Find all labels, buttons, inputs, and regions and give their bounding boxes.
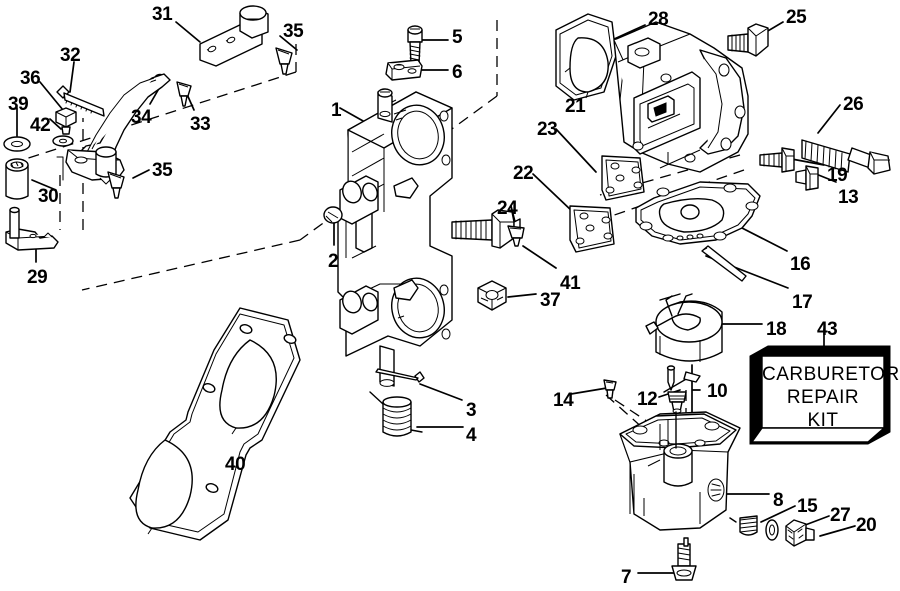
part-26-long-bolt bbox=[801, 139, 891, 175]
part-35-screw-upper bbox=[275, 47, 293, 75]
part-36-flange-nut bbox=[55, 107, 77, 135]
callout-17: 17 bbox=[792, 292, 813, 313]
part-3-pin bbox=[375, 368, 425, 383]
callout-14: 14 bbox=[553, 390, 574, 411]
callout-8: 8 bbox=[773, 490, 784, 511]
callout-13: 13 bbox=[838, 187, 859, 208]
callout-23: 23 bbox=[537, 119, 558, 140]
part-25-bolt bbox=[727, 23, 769, 57]
callout-2: 2 bbox=[328, 251, 339, 272]
part-13-screw bbox=[795, 165, 819, 191]
callout-7: 7 bbox=[621, 567, 632, 588]
callout-40: 40 bbox=[225, 454, 246, 475]
callout-41: 41 bbox=[560, 273, 581, 294]
callout-18: 18 bbox=[766, 319, 787, 340]
part-2-idle-screw bbox=[323, 206, 343, 224]
callout-1: 1 bbox=[331, 100, 342, 121]
callout-35-top: 35 bbox=[283, 21, 304, 42]
part-23-valve-plate bbox=[601, 155, 645, 201]
part-43-repair-kit-box bbox=[749, 345, 891, 445]
callout-37: 37 bbox=[540, 290, 561, 311]
callout-25: 25 bbox=[786, 7, 807, 28]
callout-39: 39 bbox=[8, 94, 29, 115]
callout-31: 31 bbox=[152, 4, 173, 25]
callout-26: 26 bbox=[843, 94, 864, 115]
part-33-screw bbox=[176, 81, 192, 107]
callout-22: 22 bbox=[513, 163, 534, 184]
part-7-screw bbox=[671, 537, 697, 581]
callout-24: 24 bbox=[497, 198, 518, 219]
part-4-spring bbox=[369, 391, 423, 437]
part-15-spring bbox=[729, 515, 758, 536]
part-24-screw bbox=[507, 225, 525, 247]
callout-16: 16 bbox=[790, 254, 811, 275]
callout-6: 6 bbox=[452, 62, 463, 83]
callout-28: 28 bbox=[648, 9, 669, 30]
callout-34: 34 bbox=[131, 107, 152, 128]
callout-19: 19 bbox=[827, 165, 848, 186]
callout-43: 43 bbox=[817, 319, 838, 340]
repair-kit-line-2: REPAIR bbox=[786, 387, 860, 408]
repair-kit-line-3: KIT bbox=[807, 410, 839, 431]
part-37-locknut bbox=[477, 280, 507, 311]
part-27-washer bbox=[765, 519, 779, 541]
part-12-inlet-needle bbox=[663, 365, 701, 414]
callout-30: 30 bbox=[38, 186, 59, 207]
part-8-float-bowl bbox=[619, 411, 741, 531]
callout-15: 15 bbox=[797, 496, 818, 517]
part-19-screw bbox=[759, 147, 795, 173]
part-29-lever bbox=[5, 206, 59, 251]
part-1-carburetor-body bbox=[337, 88, 453, 387]
callout-12: 12 bbox=[637, 389, 658, 410]
part-31-cam-follower-link bbox=[199, 5, 269, 67]
callout-35-mid: 35 bbox=[152, 160, 173, 181]
part-16-body-gasket bbox=[635, 181, 761, 245]
part-20-drain-plug bbox=[785, 519, 815, 547]
callout-20: 20 bbox=[856, 515, 877, 536]
callout-42: 42 bbox=[30, 115, 51, 136]
callout-33: 33 bbox=[190, 114, 211, 135]
callout-36: 36 bbox=[20, 68, 41, 89]
part-21-cover-gasket bbox=[555, 13, 617, 101]
callout-5: 5 bbox=[452, 27, 463, 48]
part-14-screw bbox=[603, 379, 617, 399]
part-6-link-plate bbox=[385, 59, 423, 81]
part-39-washer bbox=[3, 136, 31, 152]
part-42-washer bbox=[52, 135, 74, 147]
part-35-screw-lower bbox=[107, 171, 125, 199]
callout-32: 32 bbox=[60, 45, 81, 66]
callout-4: 4 bbox=[466, 425, 477, 446]
part-28-top-cover-body bbox=[613, 21, 749, 173]
part-17-float-pin bbox=[701, 245, 747, 282]
part-40-intake-gasket bbox=[129, 307, 301, 541]
callout-29: 29 bbox=[27, 267, 48, 288]
part-5-screw bbox=[407, 25, 423, 65]
part-30-bushing bbox=[5, 158, 29, 200]
callout-10: 10 bbox=[707, 381, 728, 402]
part-32-screw bbox=[56, 85, 105, 117]
callout-27: 27 bbox=[830, 505, 851, 526]
callout-21: 21 bbox=[565, 96, 586, 117]
repair-kit-line-1: CARBURETOR bbox=[762, 364, 900, 385]
callout-3: 3 bbox=[466, 400, 477, 421]
part-18-float bbox=[645, 293, 723, 362]
part-22-valve-plate bbox=[569, 205, 615, 253]
